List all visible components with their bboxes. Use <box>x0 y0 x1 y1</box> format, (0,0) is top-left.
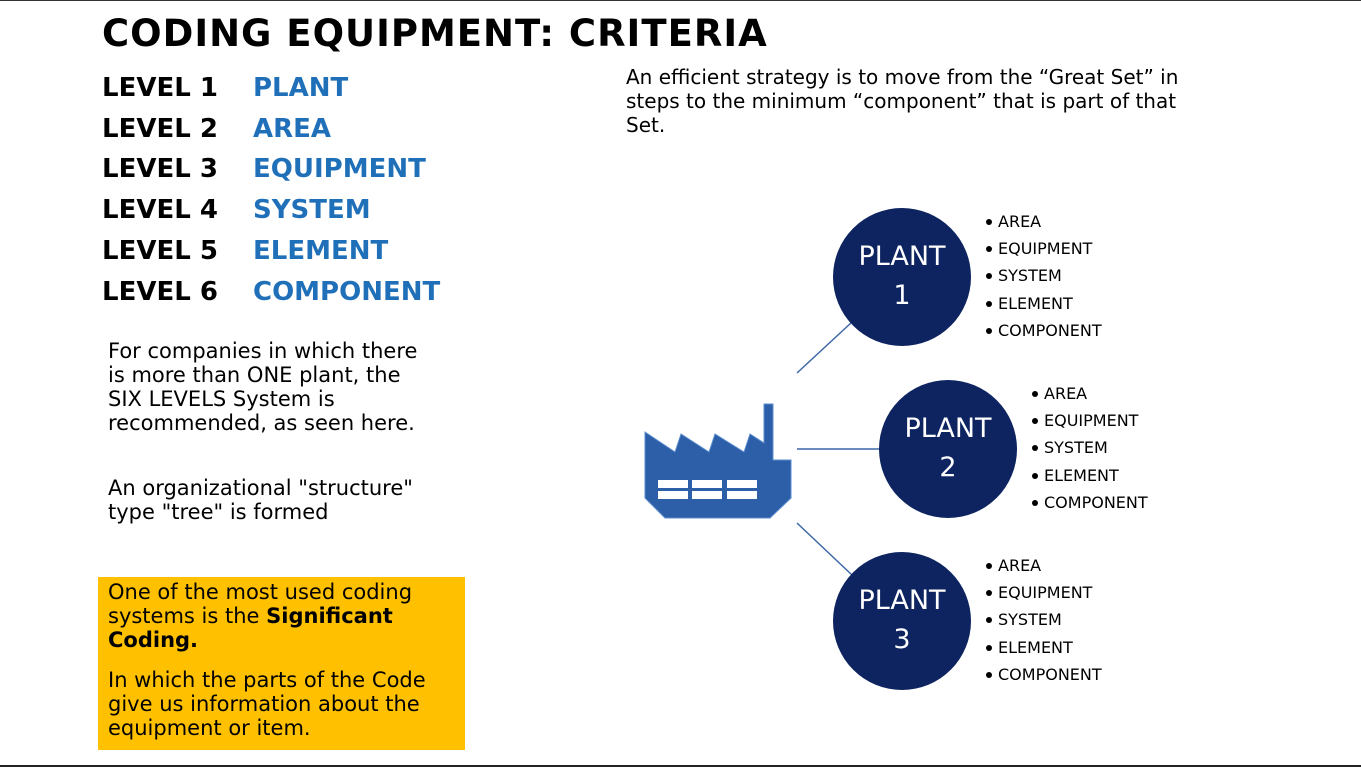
level-name: SYSTEM <box>253 195 371 225</box>
level-label: LEVEL 1 <box>102 73 218 103</box>
plant-2-items: AREA EQUIPMENT SYSTEM ELEMENT COMPONENT <box>1032 380 1148 516</box>
tree-paragraph: An organizational "structure" type "tree… <box>108 476 413 524</box>
plant-2-number: 2 <box>939 452 957 483</box>
level-label: LEVEL 4 <box>102 195 218 225</box>
plant-1-label: PLANT 1 <box>833 237 971 315</box>
list-item: ELEMENT <box>1032 462 1148 489</box>
list-item: SYSTEM <box>986 262 1102 289</box>
level-name: ELEMENT <box>253 236 389 266</box>
highlight-intro-text: One of the most used coding systems is t… <box>108 580 413 628</box>
plant-3-label: PLANT 3 <box>833 581 971 659</box>
plant-3-name: PLANT <box>858 585 946 616</box>
list-item: AREA <box>986 208 1102 235</box>
list-item: SYSTEM <box>1032 434 1148 461</box>
highlight-box: One of the most used coding systems is t… <box>98 577 465 750</box>
plant-2-name: PLANT <box>904 413 992 444</box>
plant-1-name: PLANT <box>858 241 946 272</box>
list-item: ELEMENT <box>986 634 1102 661</box>
plant-1-circle <box>833 208 971 346</box>
plant-1-items: AREA EQUIPMENT SYSTEM ELEMENT COMPONENT <box>986 208 1102 344</box>
list-item: COMPONENT <box>1032 489 1148 516</box>
level-label: LEVEL 6 <box>102 277 218 307</box>
level-name: AREA <box>253 114 332 144</box>
strategy-intro: An efficient strategy is to move from th… <box>626 65 1179 137</box>
bottom-border <box>0 765 1361 767</box>
list-item: EQUIPMENT <box>1032 407 1148 434</box>
level-label: LEVEL 3 <box>102 154 218 184</box>
plant-1-number: 1 <box>893 280 911 311</box>
highlight-bold-text: Significant Coding. <box>108 604 393 652</box>
level-name: COMPONENT <box>253 277 441 307</box>
multi-plant-paragraph: For companies in which there is more tha… <box>108 339 418 435</box>
level-label: LEVEL 5 <box>102 236 218 266</box>
list-item: AREA <box>1032 380 1148 407</box>
factory-icon <box>644 403 792 519</box>
level-name: PLANT <box>253 73 349 103</box>
list-item: EQUIPMENT <box>986 579 1102 606</box>
connector-line-1 <box>796 321 853 374</box>
list-item: EQUIPMENT <box>986 235 1102 262</box>
level-name: EQUIPMENT <box>253 154 426 184</box>
highlight-detail: In which the parts of the Code give us i… <box>108 668 426 740</box>
top-border <box>0 0 1361 1</box>
level-label: LEVEL 2 <box>102 114 218 144</box>
list-item: AREA <box>986 552 1102 579</box>
list-item: COMPONENT <box>986 661 1102 688</box>
highlight-intro: One of the most used coding systems is t… <box>108 580 458 652</box>
page-title: CODING EQUIPMENT: CRITERIA <box>102 12 768 55</box>
connector-line-3 <box>796 522 853 576</box>
list-item: SYSTEM <box>986 606 1102 633</box>
list-item: COMPONENT <box>986 317 1102 344</box>
plant-3-items: AREA EQUIPMENT SYSTEM ELEMENT COMPONENT <box>986 552 1102 688</box>
list-item: ELEMENT <box>986 290 1102 317</box>
plant-3-circle <box>833 552 971 690</box>
plant-2-circle <box>879 380 1017 518</box>
plant-2-label: PLANT 2 <box>879 409 1017 487</box>
plant-3-number: 3 <box>893 624 911 655</box>
